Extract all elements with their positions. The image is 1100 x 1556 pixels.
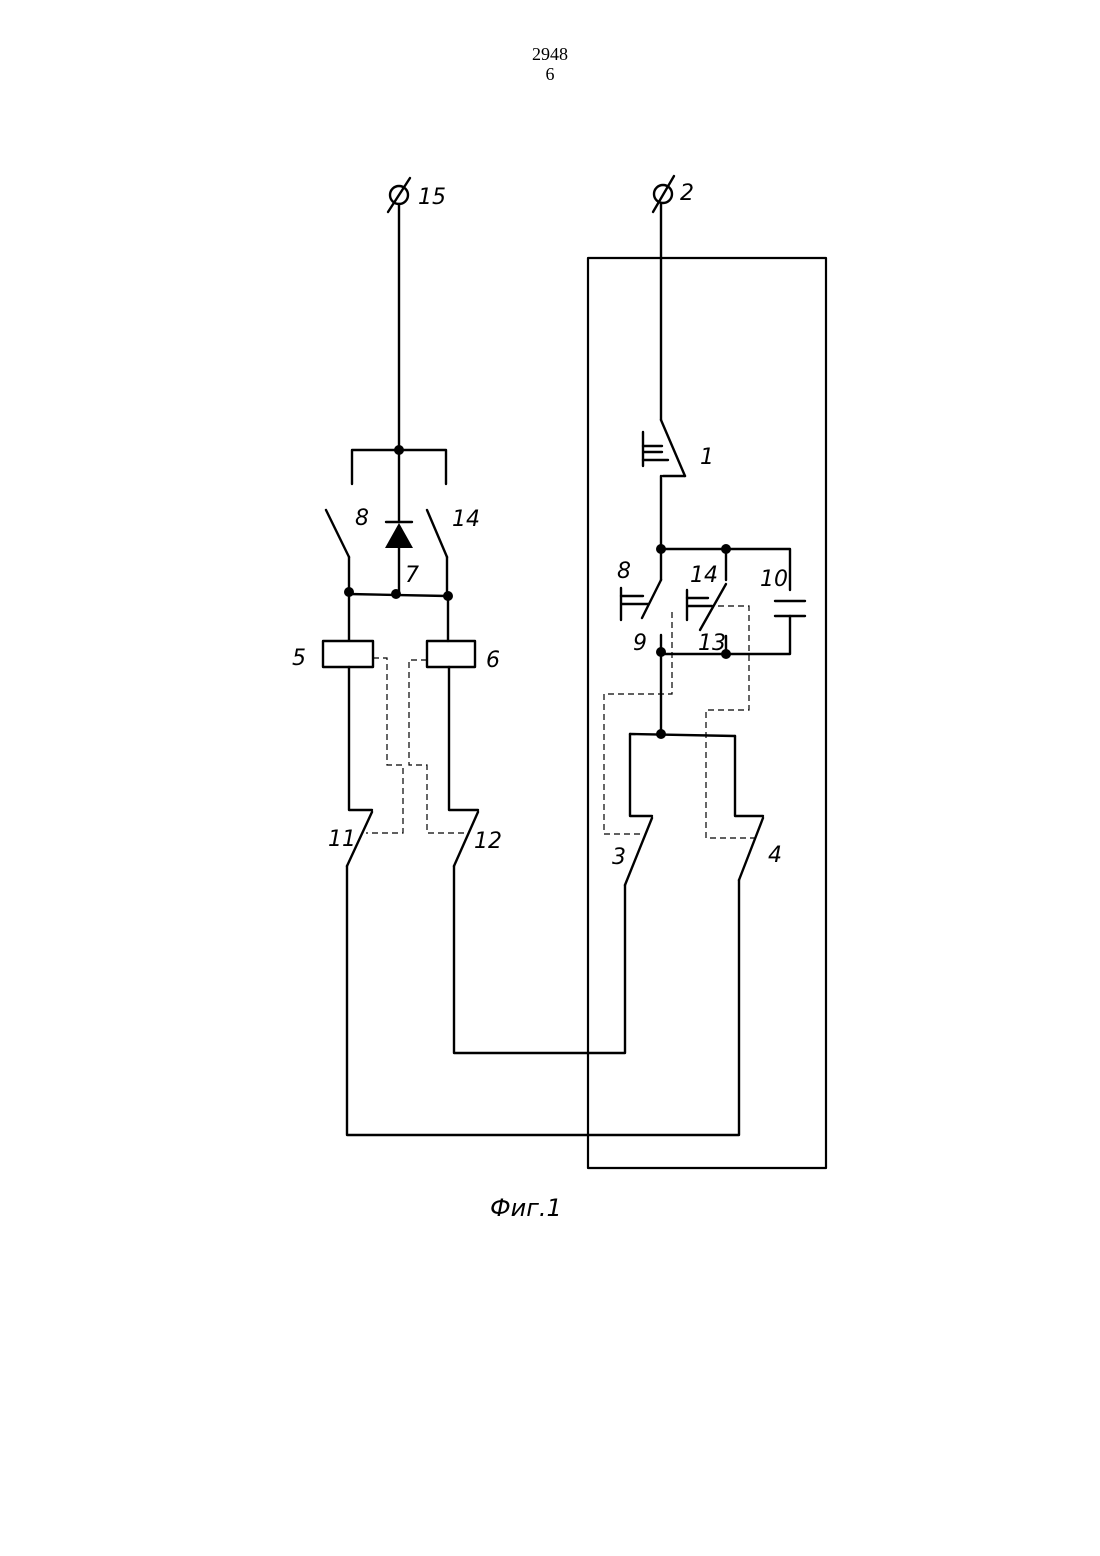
label-button-14: 14 [690,563,718,588]
contact-4-blade [739,818,763,880]
label-button-8: 8 [617,559,631,584]
terminal-2 [653,176,674,212]
junction-bus-center [391,589,401,599]
label-terminal-2: 2 [680,181,694,206]
contact-14-blade [427,510,447,557]
label-contact-12: 12 [474,829,502,854]
wire-lower-bus-right [630,734,735,736]
label-terminal-15: 15 [418,185,446,210]
wire-coil-5-to-contact-11 [349,667,372,810]
wire-contact-12-return [454,866,625,1053]
label-contact-4: 4 [768,843,782,868]
pushbutton-1 [643,420,685,476]
label-contact-3: 3 [612,845,626,870]
label-capacitor-10: 10 [760,567,788,592]
wire-contact-11-return [347,866,739,1135]
figure-caption: Фиг.1 [490,1194,562,1222]
wire-to-contact-3 [630,734,652,816]
link-coil-6-to-contact-12 [409,660,467,833]
coil-6 [427,641,475,667]
capacitor-10 [775,601,805,616]
contact-8-blade [326,510,349,557]
wire-to-contact-4 [735,736,763,816]
label-node-9: 9 [633,631,647,656]
label-coil-5: 5 [292,646,306,671]
device-enclosure [588,258,826,1168]
contact-3-blade [625,818,652,885]
label-contact-11: 11 [328,827,356,852]
label-diode-7: 7 [405,563,419,588]
label-contact-14: 14 [452,507,480,532]
label-node-13: 13 [698,631,726,656]
pushbutton-14 [687,549,726,630]
diode-7 [385,522,413,548]
label-button-1: 1 [700,445,714,470]
wire-coil-6-to-contact-12 [449,667,478,810]
coil-5 [323,641,373,667]
label-coil-6: 6 [486,648,500,673]
link-coil-5-to-contact-11 [366,658,403,833]
label-contact-8: 8 [355,506,369,531]
